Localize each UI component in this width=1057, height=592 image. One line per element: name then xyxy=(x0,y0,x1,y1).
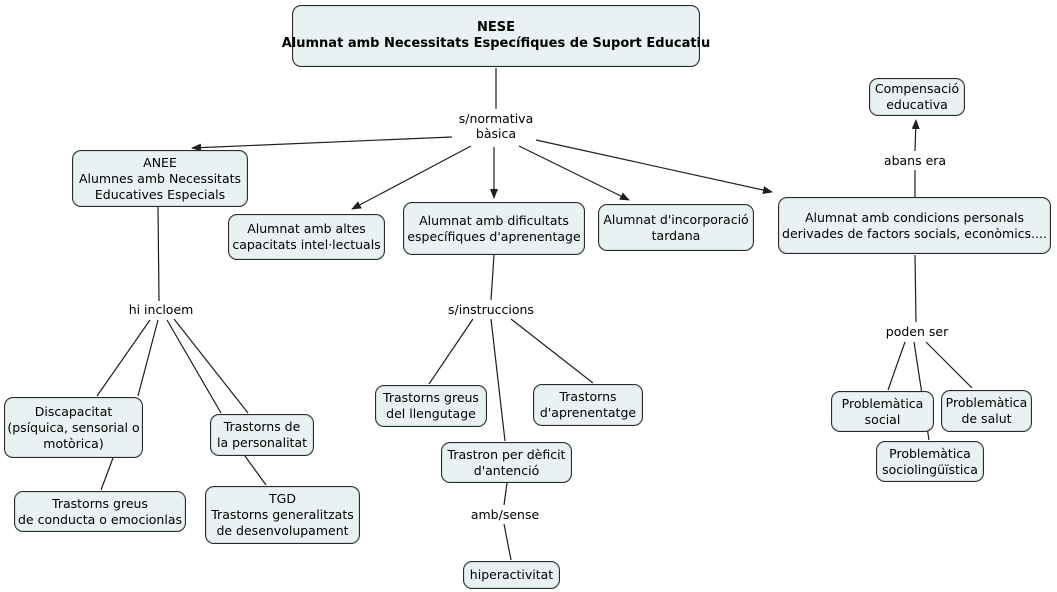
concept-node-text: Discapacitat xyxy=(34,403,113,419)
concept-node-text: Problemàtica xyxy=(841,395,924,411)
linking-phrase-abans-era[interactable]: abans era xyxy=(881,153,949,168)
connector-line xyxy=(925,341,973,389)
concept-node-text: (psíquica, sensorial o xyxy=(7,419,140,435)
concept-node-text: Alumnat amb altes xyxy=(247,221,366,236)
connector-line xyxy=(510,318,594,384)
connector-arrow xyxy=(911,119,920,152)
concept-node-text: Alumnat amb Necessitats Específiques de … xyxy=(281,36,711,51)
concept-node-text: del llengutage xyxy=(386,406,476,421)
concept-node-text: Alumnat d'incorporació xyxy=(603,211,749,227)
concept-node-text: Trastorns xyxy=(559,389,617,404)
concept-node-text: d'aprenentatge xyxy=(539,405,637,420)
concept-node-text: de desenvolupament xyxy=(216,523,349,538)
linking-phrase-text: s/normativa xyxy=(458,111,534,126)
concept-node-text: Trastorns de xyxy=(223,419,301,434)
connector-arrow xyxy=(351,145,472,210)
connector-line xyxy=(166,319,222,414)
concept-node-text: Compensació xyxy=(874,81,960,96)
linking-phrase-text: poden ser xyxy=(885,324,949,339)
concept-node-text: Problemàtica xyxy=(889,445,971,461)
connector-line xyxy=(173,318,249,414)
concept-node-text: educativa xyxy=(886,97,948,112)
linking-phrase-text: hi incloem xyxy=(128,302,194,317)
concept-node-hiperactivitat[interactable]: hiperactivitat xyxy=(463,561,560,589)
connector-line xyxy=(490,318,506,442)
concept-node-text: ANEE xyxy=(143,154,177,170)
connector-arrow xyxy=(535,139,773,194)
concept-node-text: NESE xyxy=(476,20,515,35)
concept-node-text: Problemàtica xyxy=(945,395,1028,410)
connector-line xyxy=(914,254,917,323)
linking-phrase-text: abans era xyxy=(883,153,947,168)
connector-arrow xyxy=(518,145,630,201)
linking-phrase-text: amb/sense xyxy=(470,507,540,522)
linking-phrase-s-instruccions[interactable]: s/instruccions xyxy=(446,302,536,317)
concept-node-text: Trastorns greus xyxy=(52,495,148,511)
concept-node-text: sociolingüïstica xyxy=(882,461,978,477)
connector-line xyxy=(157,206,160,302)
concept-node-text: Alumnes amb Necessitats xyxy=(78,170,242,186)
concept-node-text: TGD xyxy=(269,491,296,506)
concept-node-text: derivades de factors socials, econòmics.… xyxy=(782,225,1047,241)
concept-node-text: de conducta o emocionlas xyxy=(18,511,183,527)
concept-node-text: de salut xyxy=(961,411,1012,426)
linking-phrase-text: bàsica xyxy=(475,126,517,141)
connector-line xyxy=(503,523,512,561)
linking-phrase-hi-incloem[interactable]: hi incloem xyxy=(126,302,196,317)
concept-node-text: d'antenció xyxy=(473,462,540,478)
connector-line xyxy=(503,482,508,506)
concept-node-text: Trastron per dèficit xyxy=(447,446,566,462)
concept-node-text: hiperactivitat xyxy=(469,567,554,582)
concept-node-text: específiques d'aprenentage xyxy=(407,228,581,244)
concept-node-text: tardana xyxy=(651,227,701,243)
concept-node-text: capacitats intel·lectuals xyxy=(232,237,381,252)
concept-node-text: social xyxy=(864,411,901,427)
linking-phrase-poden-ser[interactable]: poden ser xyxy=(883,324,951,339)
connector-line xyxy=(96,319,151,397)
connector-line xyxy=(887,341,906,391)
concept-node-text: Alumnat amb dificultats xyxy=(419,212,569,228)
connector-line xyxy=(137,319,159,397)
concept-node-text: la personalitat xyxy=(216,435,308,450)
connector-line xyxy=(100,457,114,491)
linking-phrase-amb-sense[interactable]: amb/sense xyxy=(468,507,542,522)
connector-line xyxy=(244,455,267,486)
connector-arrow xyxy=(191,136,453,152)
concept-node-text: Alumnat amb condicions personals xyxy=(804,209,1025,225)
connector-line xyxy=(490,254,495,301)
connector-line xyxy=(428,318,474,385)
concept-node-text: motòrica) xyxy=(43,435,104,451)
concept-node-text: Trastorns generalitzats xyxy=(211,507,354,522)
linking-phrase-text: s/instruccions xyxy=(448,302,534,317)
concept-node-text: Educatives Especials xyxy=(94,186,226,202)
concept-node-text: Trastorns greus xyxy=(383,390,479,405)
